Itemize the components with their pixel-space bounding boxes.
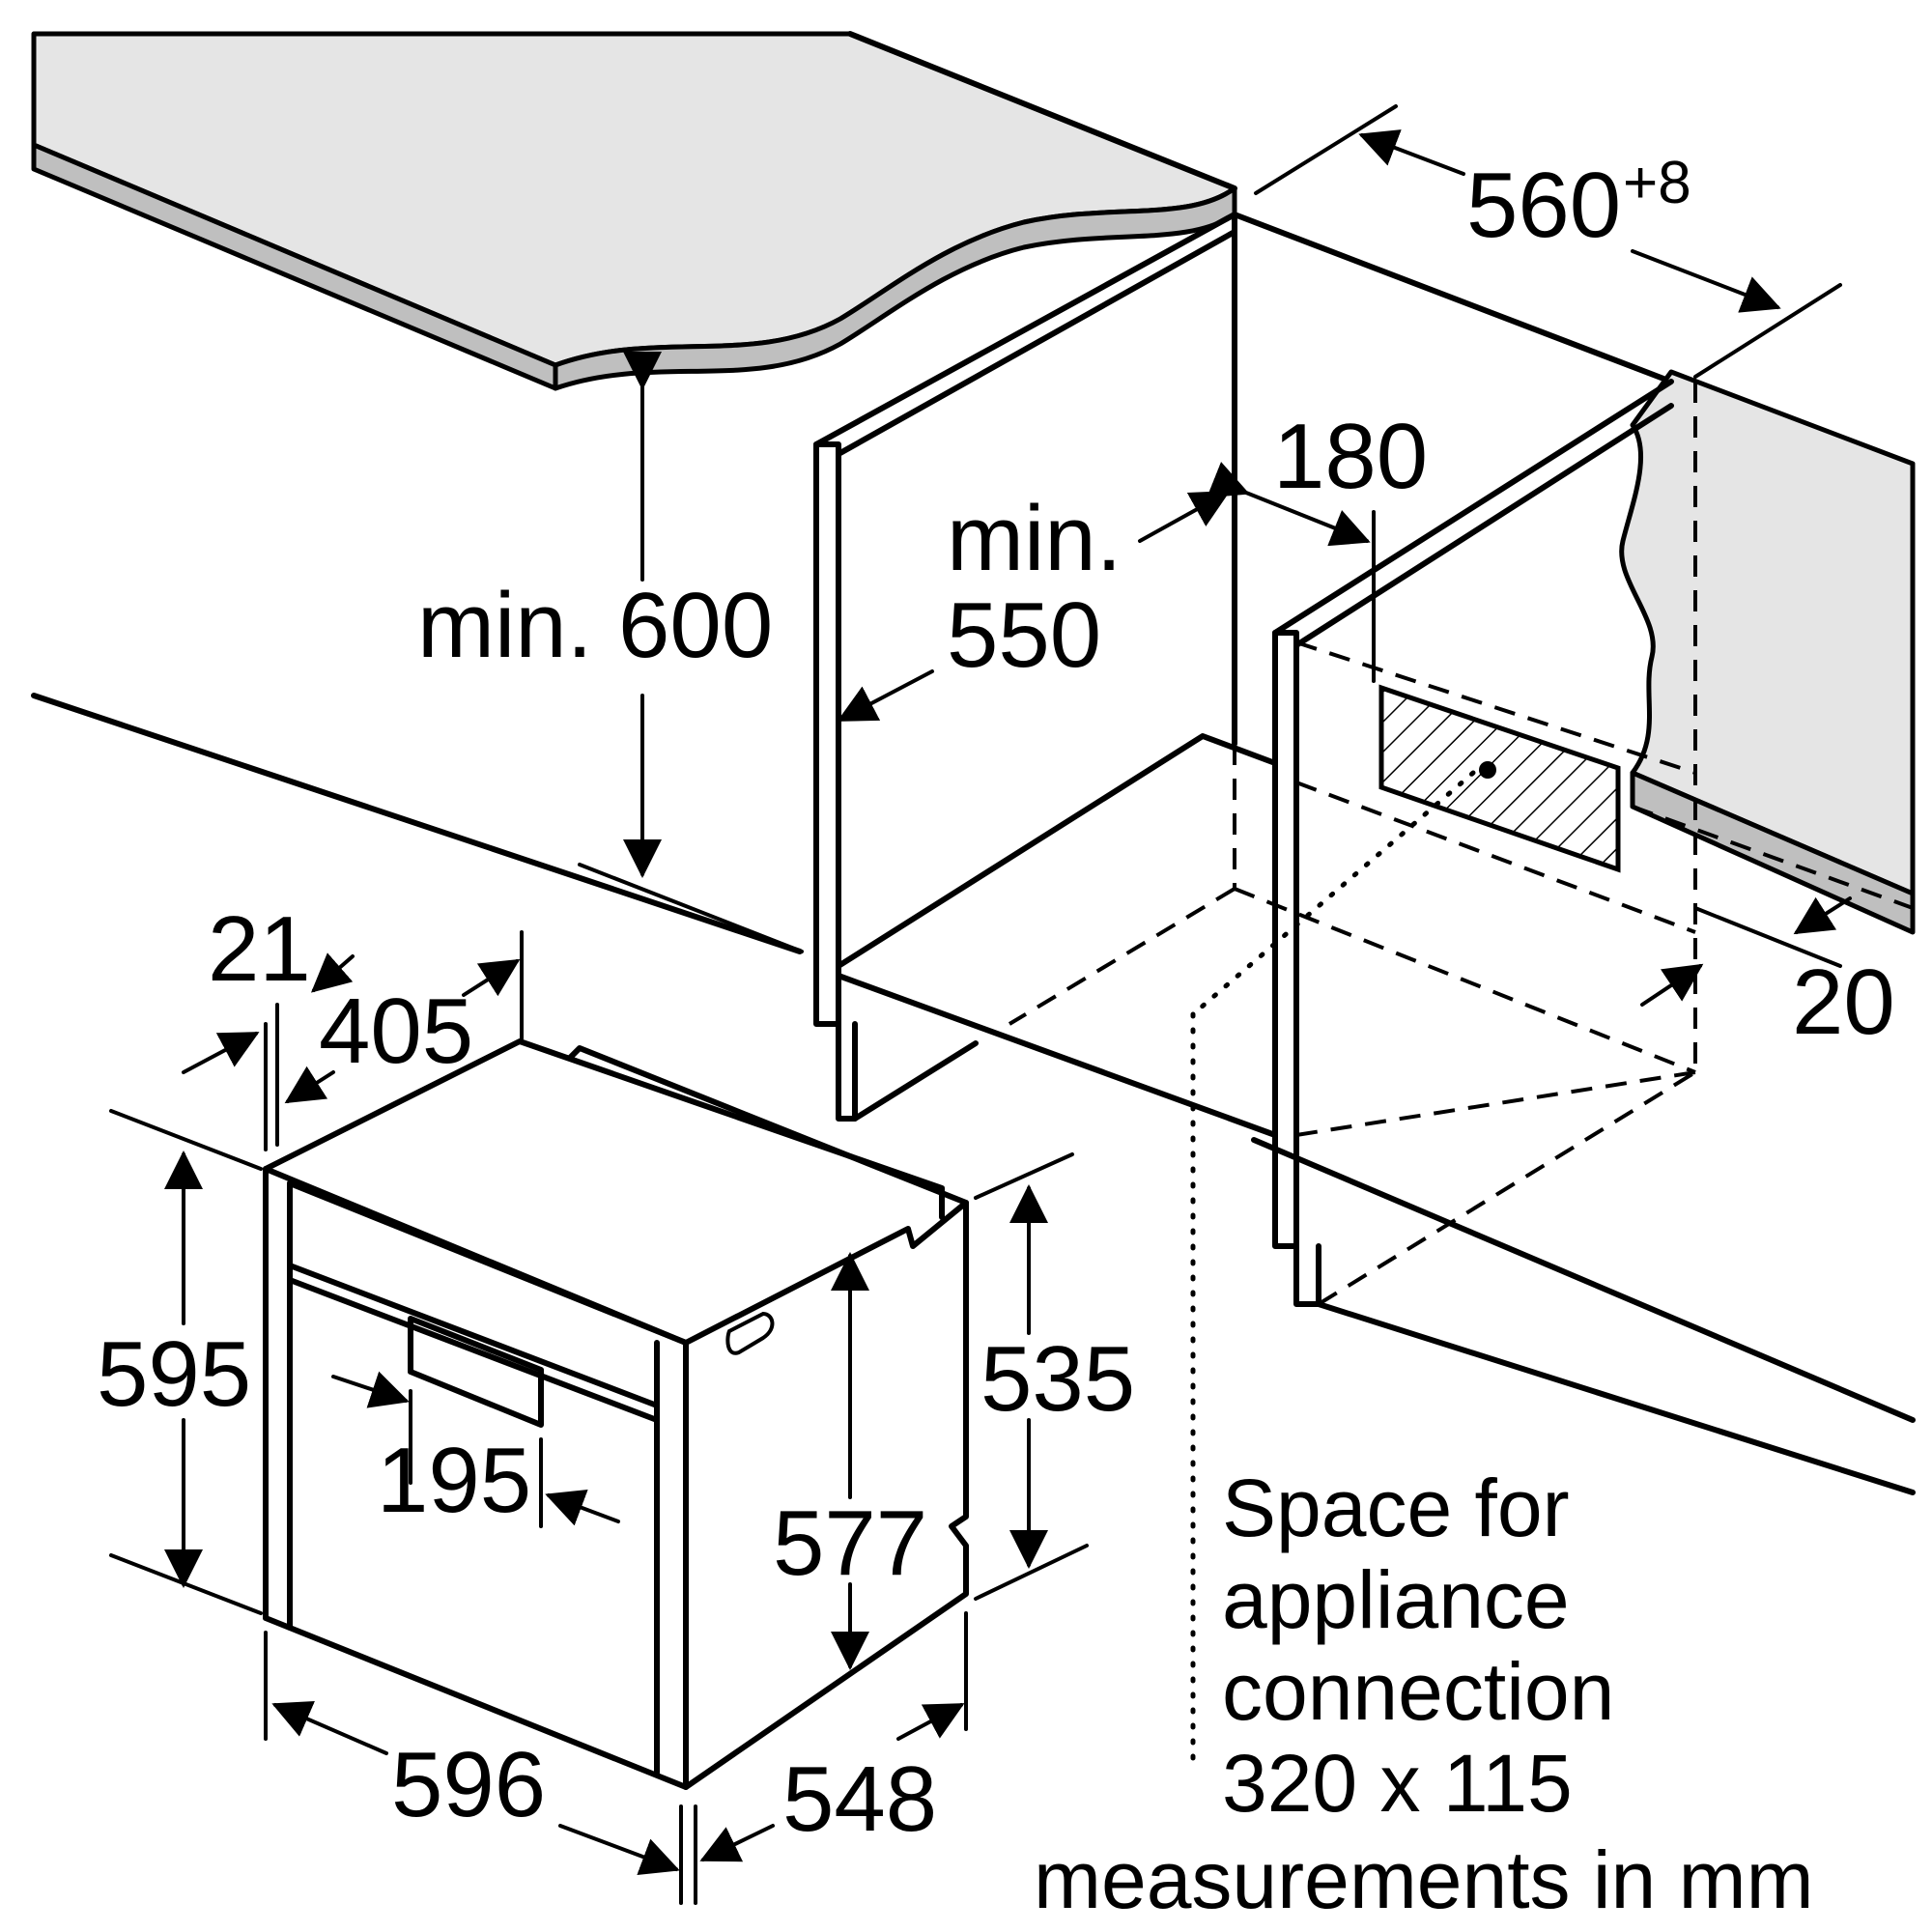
cabinet-niche xyxy=(31,212,1916,1495)
connection-box xyxy=(1190,684,1621,1771)
label-body-depth: 548 xyxy=(782,1747,937,1851)
label-top-depth: 405 xyxy=(319,980,473,1083)
dim-535-lines xyxy=(974,1152,1089,1601)
dim-195-lines xyxy=(331,1371,620,1528)
oven xyxy=(263,1038,969,1790)
note-space-line1: Space for xyxy=(1222,1463,1570,1553)
label-niche-height: min. 600 xyxy=(417,574,773,677)
label-body-height-inner: 577 xyxy=(773,1492,927,1595)
countertop-right xyxy=(1619,369,1916,935)
label-handle-width: 195 xyxy=(377,1429,531,1532)
dim-180-lines xyxy=(1207,462,1376,683)
label-body-height: 535 xyxy=(980,1327,1135,1431)
niche-back-top-edge xyxy=(1232,212,1674,384)
label-niche-width: 560 xyxy=(1466,154,1621,257)
note-space-line2: appliance xyxy=(1222,1554,1570,1645)
dim-min-600-lines xyxy=(578,352,804,953)
dim-20-lines xyxy=(1640,896,1852,1007)
label-niche-depth-line1: min. xyxy=(947,487,1122,590)
base-front-line xyxy=(31,693,803,954)
label-niche-width-tolerance: +8 xyxy=(1623,150,1691,216)
note-units: measurements in mm xyxy=(1034,1834,1814,1925)
label-side-gap: 20 xyxy=(1792,951,1895,1054)
label-front-offset: 21 xyxy=(208,897,311,1001)
note-space-line4: 320 x 115 xyxy=(1222,1738,1573,1829)
right-hidden-edge xyxy=(1632,805,1914,910)
dim-560-lines xyxy=(1254,104,1842,379)
dim-595-lines xyxy=(109,1109,263,1615)
niche-hidden-lines xyxy=(1008,640,1697,1306)
counter-back-edge xyxy=(847,31,1237,191)
label-rear-gap: 180 xyxy=(1273,405,1428,508)
label-front-height: 595 xyxy=(97,1322,251,1426)
dim-596-lines xyxy=(264,1631,683,1905)
label-niche-depth-line2: 550 xyxy=(947,583,1101,687)
dim-21-405-lines xyxy=(182,930,524,1151)
note-space-line3: connection xyxy=(1222,1646,1614,1737)
dim-548-lines xyxy=(694,1611,968,1905)
label-front-width: 596 xyxy=(391,1733,546,1836)
